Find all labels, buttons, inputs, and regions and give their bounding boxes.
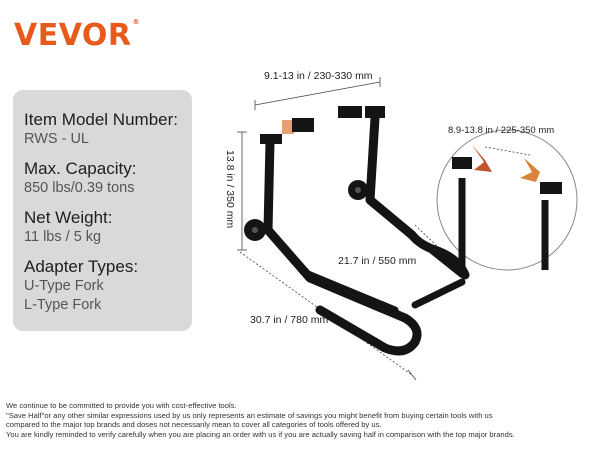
dim-adapter-range: 8.9-13.8 in / 225-350 mm — [448, 125, 555, 136]
spec-value-2: L-Type Fork — [24, 297, 102, 313]
adapter-icon — [472, 145, 492, 172]
stand-illustration — [237, 77, 578, 381]
spec-weight: Net Weight: 11 lbs / 5 kg — [24, 208, 192, 247]
disclaimer-line: compared to the major top brands and dos… — [6, 420, 382, 430]
dim-height: 13.8 in / 350 mm — [224, 150, 236, 229]
product-diagram: 9.1-13 in / 230-330 mm 13.8 in / 350 mm … — [200, 60, 600, 390]
disclaimer-line: You are kindly reminded to verify carefu… — [6, 429, 515, 439]
spec-value: 11 lbs / 5 kg — [24, 229, 102, 245]
spec-value: U-Type Fork — [24, 278, 104, 294]
brand-name: VEVOR — [14, 18, 132, 53]
spec-label: Adapter Types: — [24, 257, 139, 276]
pad-right — [365, 106, 385, 118]
zoom-detail — [452, 145, 562, 270]
brand-logo: VEVOR® — [14, 18, 140, 53]
spec-label: Item Model Number: — [24, 110, 178, 129]
spec-label: Net Weight: — [24, 208, 113, 227]
spec-model: Item Model Number: RWS - UL — [24, 110, 192, 149]
zoom-circle — [436, 129, 578, 271]
spec-capacity: Max. Capacity: 850 lbs/0.39 tons — [24, 159, 192, 198]
pad-left — [260, 134, 282, 144]
spec-label: Max. Capacity: — [24, 159, 137, 178]
registered-mark: ® — [132, 18, 141, 26]
adapter-u-left — [282, 120, 294, 134]
disclaimer-line: We continue to be committed to provide y… — [6, 401, 237, 410]
fork-left — [292, 118, 314, 132]
spec-panel: Item Model Number: RWS - UL Max. Capacit… — [13, 90, 192, 331]
fork-right — [338, 106, 362, 118]
dim-top-width: 9.1-13 in / 230-330 mm — [264, 70, 373, 82]
spec-value: RWS - UL — [24, 131, 89, 147]
disclaimer-line: "Save Half"or any other similar expressi… — [6, 410, 493, 420]
dim-inner-width: 21.7 in / 550 mm — [338, 255, 417, 267]
spec-value: 850 lbs/0.39 tons — [24, 180, 135, 196]
disclaimer: We continue to be committed to provide y… — [6, 401, 598, 439]
spec-adapters: Adapter Types: U-Type Fork L-Type Fork — [24, 257, 192, 315]
dim-length: 30.7 in / 780 mm — [250, 314, 329, 326]
